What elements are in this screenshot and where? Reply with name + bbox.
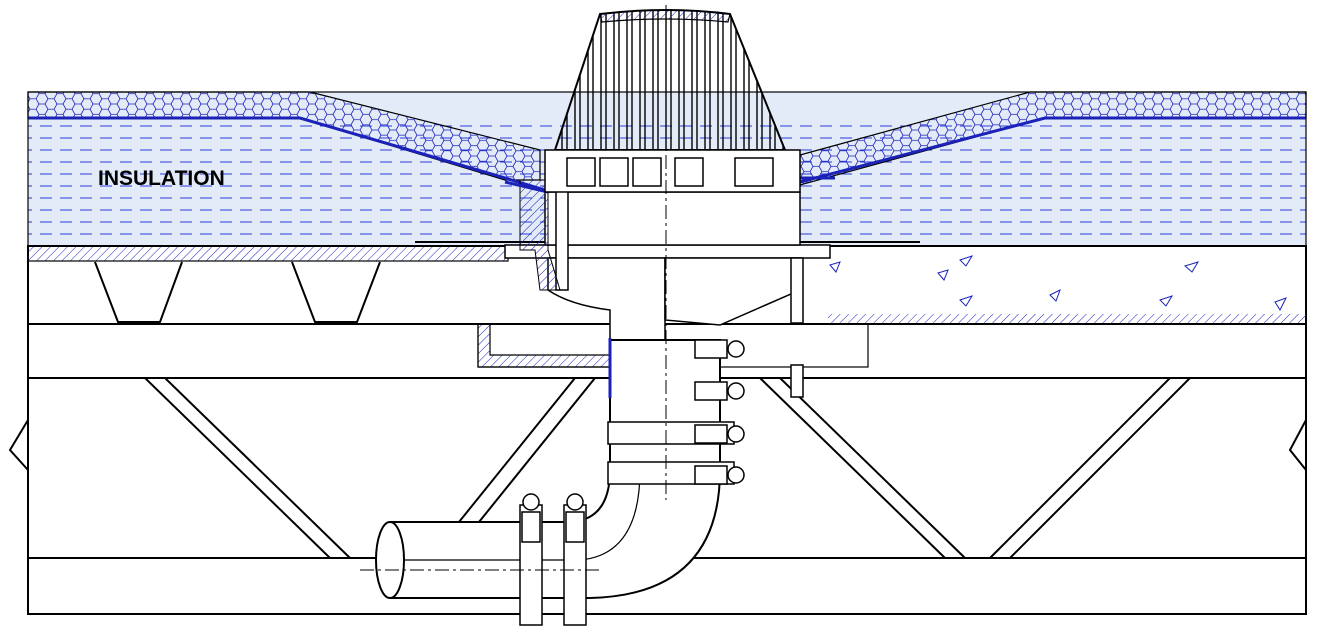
- pipe-vertical: [389, 339, 721, 599]
- drain-body: [415, 176, 920, 398]
- concrete-hatch-right: [828, 314, 1306, 324]
- pipe-end: [375, 521, 405, 599]
- steel-deck-rib-2: [291, 261, 381, 323]
- drain-flange: [504, 244, 831, 259]
- membrane-right: [799, 116, 1306, 184]
- dome-cap: [599, 9, 731, 23]
- dome-base-slots: [566, 157, 774, 187]
- insulation-label: INSULATION: [98, 167, 225, 190]
- dome-strainer: [544, 9, 801, 193]
- sump-pan-left: [477, 323, 611, 368]
- steel-deck-rib-1: [94, 261, 183, 323]
- deck-layer: [27, 245, 1307, 325]
- break-line-right: [1288, 419, 1307, 471]
- clamp-bolt-left: [555, 177, 569, 291]
- anchor-bolt-right: [790, 257, 804, 324]
- anchor-bolt-lower: [790, 364, 804, 398]
- dome-body: [553, 9, 787, 151]
- membrane-into-drain: [504, 180, 549, 194]
- break-line-left: [8, 419, 29, 471]
- pipe-assembly: [375, 338, 745, 626]
- hose-clamps: [521, 339, 745, 543]
- concrete-aggregate: [829, 255, 1288, 312]
- deck-hatch-left: [27, 245, 509, 262]
- drain-underdeck: [664, 257, 801, 326]
- drain-bowl: [544, 191, 801, 246]
